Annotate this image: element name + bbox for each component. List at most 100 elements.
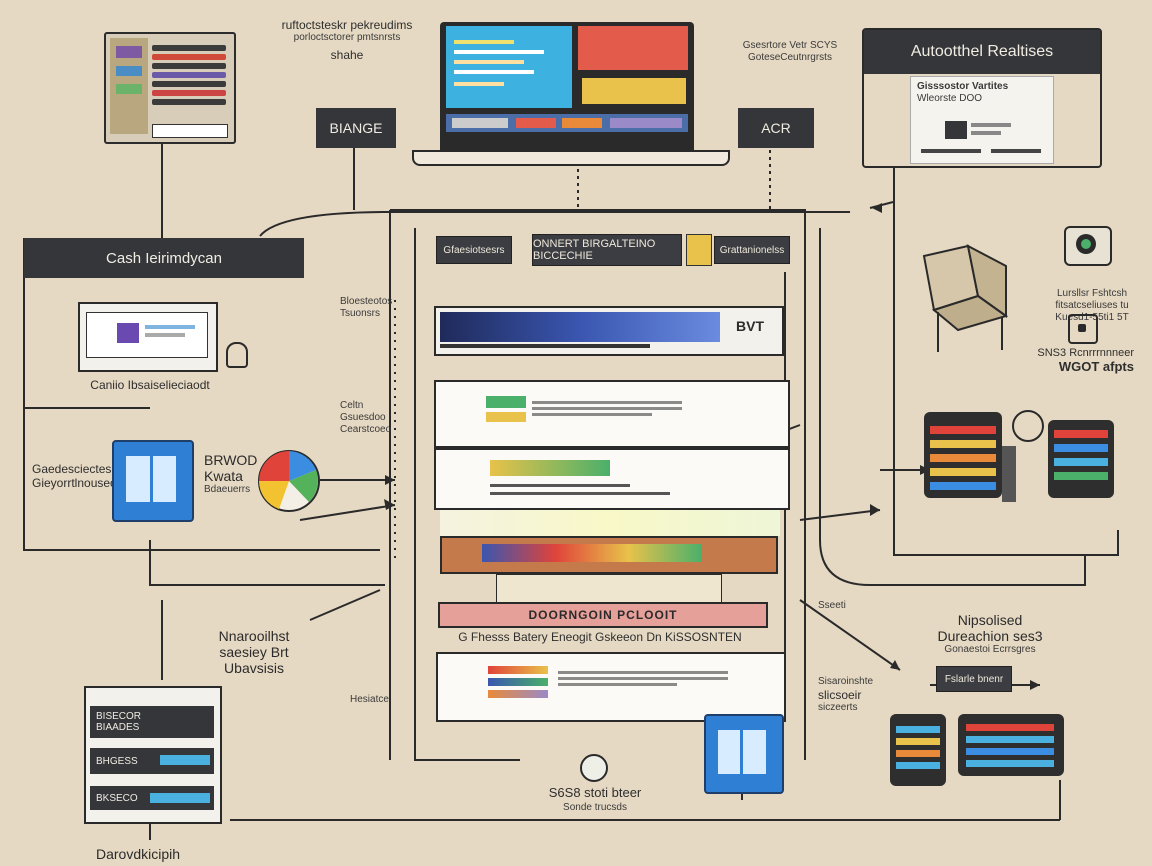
right-mid-caption: SNS3 Rcnrrrnnneer WGOT afpts — [1026, 346, 1134, 374]
server-icon — [924, 412, 1002, 498]
list-item-label: BKSECO — [96, 792, 138, 804]
caption-line: shahe — [330, 48, 364, 62]
brand-line: Bdaeuerrs — [204, 484, 251, 495]
caption-line: Celtn — [340, 400, 364, 411]
cash-screen — [78, 302, 218, 372]
server-icon — [1048, 420, 1114, 498]
window-icon[interactable] — [704, 714, 784, 794]
right-mid-small: Sseeti — [818, 600, 898, 612]
acr-label: ACR — [761, 120, 791, 136]
caption-line: SNS3 Rcnrrrnnneer — [1037, 347, 1134, 359]
document-monitor — [104, 32, 236, 144]
pill-label: Fslarle bnenr — [944, 673, 1004, 685]
caption-line: Kuesd1-55ti1 5T — [1055, 312, 1129, 323]
top-pill-center[interactable]: ONNERT BIRGALTEINO BICCECHIE — [532, 234, 682, 266]
headphone-icon — [226, 342, 248, 368]
acr-box[interactable]: ACR — [738, 108, 814, 148]
screen-line: Wleorste DOO — [917, 93, 983, 104]
right-bottom-small: Sisaroinshte slicsoeir siczeerts — [818, 676, 882, 714]
caption-line: Sisaroinshte — [818, 676, 874, 687]
caption-line: siczeerts — [818, 702, 858, 713]
pie-icon — [258, 450, 320, 512]
caption-line: WGOT afpts — [1058, 359, 1134, 374]
top-right-caption: Gsesrtore Vetr SCYS GoteseCeutnrgrsts — [740, 40, 840, 64]
caption-line: Ubavsisis — [224, 660, 284, 676]
server-side — [1002, 446, 1016, 502]
laptop-panel-red — [578, 26, 688, 70]
biance-label: BIANGE — [329, 120, 383, 136]
automated-features-title: Autootthel Realtises — [864, 30, 1100, 74]
caption-line: GoteseCeutnrgrsts — [748, 52, 832, 63]
right-tiny-caption: Lursllsr Fshtcsh fitsatcseliuses tu Kues… — [1054, 288, 1130, 324]
server-icon — [958, 714, 1064, 776]
bottom-left-title: Darovdkicipih — [96, 846, 181, 862]
bottom-left-list: BISECOR BIAADES BHGESS BKSECO — [84, 686, 222, 824]
caption-line: slicsoeir — [818, 688, 862, 702]
caption-line: Gsesrtore Vetr SCYS — [742, 40, 838, 51]
book-page — [496, 574, 722, 604]
cash-sidebar-title[interactable]: Cash Ieirimdycan — [24, 238, 304, 278]
window-icon[interactable] — [112, 440, 194, 522]
caption-line: Gaedesciectes — [32, 462, 112, 476]
caption-line: Dureachion ses3 — [937, 628, 1043, 644]
list-item[interactable]: BHGESS — [90, 748, 214, 774]
document-icon — [110, 38, 148, 134]
camera-icon[interactable] — [1064, 226, 1112, 266]
content-card — [434, 380, 790, 448]
list-item[interactable]: BISECOR BIAADES — [90, 706, 214, 738]
caption-line: ruftoctsteskr pekreudims — [281, 18, 413, 32]
automated-screen: Gisssostor Vartites Wleorste DOO — [910, 76, 1054, 164]
center-left-small: Hesiatce — [350, 694, 389, 705]
headphone-icon — [1012, 410, 1044, 442]
top-pill-right[interactable]: Grattanionelss — [714, 236, 790, 264]
pill-label: Gfaesiotsesrs — [443, 244, 505, 256]
caption-line: Sseeti — [818, 600, 846, 611]
card-lines — [532, 398, 682, 419]
bottom-strip-caption: G Fhesss Batery Eneogit Gskeeon Dn KiSSO… — [458, 630, 742, 644]
bvt-label: BVT — [736, 318, 764, 334]
caption-line: Nipsolised — [957, 612, 1023, 628]
yellow-tab — [686, 234, 712, 266]
right-bottom-caption: Nipsolised Dureachion ses3 Gonaestoi Ecr… — [930, 612, 1050, 656]
caption-line: fitsatcseliuses tu — [1055, 300, 1129, 311]
caption-line: porloctsctorer pmtsnrsts — [293, 32, 401, 43]
laptop-panel-left — [446, 26, 572, 108]
banner-primary[interactable]: BVT — [434, 306, 784, 356]
left-caption: Gaedesciectes Gieyorrtlnouseo — [32, 462, 117, 490]
caption-line: Gieyorrtlnouseo — [32, 476, 117, 490]
laptop-toolbar — [446, 114, 688, 132]
brand-text: BRWOD Kwata Bdaeuerrs — [204, 452, 264, 496]
cash-sidebar-label: Cash Ieirimdycan — [106, 249, 222, 267]
brand-line: Kwata — [204, 468, 243, 484]
pill-label: ONNERT BIRGALTEINO BICCECHIE — [533, 238, 656, 262]
caption-line: Gonaestoi Ecrrsgres — [944, 644, 1036, 655]
top-left-caption: ruftoctsteskr pekreudims porloctsctorer … — [262, 18, 432, 62]
chart-card — [434, 448, 790, 510]
server-icon — [890, 714, 946, 786]
automated-features-label: Autootthel Realtises — [910, 43, 1054, 60]
screen-line: Gisssostor Vartites — [917, 81, 1009, 92]
list-item-label: BHGESS — [96, 755, 138, 767]
caption-line: saesiey Brt — [219, 644, 289, 660]
right-bottom-pill[interactable]: Fslarle bnenr — [936, 666, 1012, 692]
list-item-label: BIAADES — [96, 722, 140, 733]
bottom-center-title: S6S8 stoti bteer — [548, 785, 642, 800]
center-left-caption: Nnarooilhst saesiey Brt Ubavsisis — [206, 628, 302, 676]
top-pill-left[interactable]: Gfaesiotsesrs — [436, 236, 512, 264]
cash-caption: Caniio Ibsaiselieciaodt — [90, 378, 210, 392]
report-card — [436, 652, 786, 722]
list-item-label: BISECOR — [96, 711, 142, 722]
list-item[interactable]: BKSECO — [90, 786, 214, 810]
laptop-screen — [440, 22, 694, 154]
automated-features-panel: Autootthel Realtises Gisssostor Vartites… — [862, 28, 1102, 168]
bookbar-label-box[interactable]: DOORNGOIN PCLOOIT — [438, 602, 768, 628]
caption-line: Lursllsr Fshtcsh — [1056, 288, 1127, 299]
caption-line: Gsuesdoo — [340, 412, 386, 423]
caption-line: Nnarooilhst — [218, 628, 290, 644]
status-dot-icon — [580, 754, 608, 782]
caption-line: Bloesteotos — [340, 296, 393, 307]
biance-box[interactable]: BIANGE — [316, 108, 396, 148]
book-bar — [440, 536, 778, 574]
left-mid-captions: Bloesteotos Tsuonsrs Celtn Gsuesdoo Cear… — [340, 296, 392, 436]
